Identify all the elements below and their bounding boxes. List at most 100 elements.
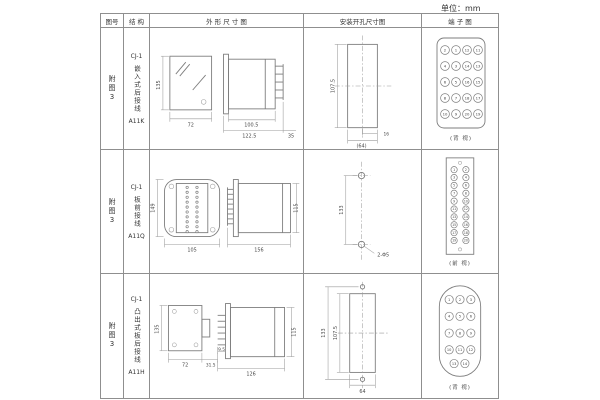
model-label-r3: CJ-1 xyxy=(130,296,143,303)
svg-text:11: 11 xyxy=(476,47,481,52)
svg-text:12: 12 xyxy=(465,47,470,52)
svg-text:4: 4 xyxy=(448,315,451,319)
svg-text:8: 8 xyxy=(459,331,461,335)
dim-rear-depth-r1: 35 xyxy=(288,134,294,140)
figure-no-r2: 附图3 xyxy=(108,197,116,226)
front-dimensions: 135 72 xyxy=(156,55,212,129)
side-view xyxy=(227,179,291,238)
svg-text:19: 19 xyxy=(452,239,456,243)
mounting-drawing-a11q: 133 2-Φ5 xyxy=(339,161,389,261)
structure-cell-r1: CJ-1 嵌入式后接线 A11K xyxy=(124,28,150,150)
mounting-cell-r1: 107.5 16 (64) xyxy=(304,28,422,150)
outline-cell-r1: 135 72 xyxy=(150,28,304,150)
front-view xyxy=(164,179,221,238)
outline-drawing-a11k: 135 72 xyxy=(156,53,297,140)
svg-text:6: 6 xyxy=(470,315,473,319)
svg-text:6: 6 xyxy=(465,184,467,188)
svg-text:15: 15 xyxy=(476,79,481,84)
svg-text:2: 2 xyxy=(465,168,467,172)
mount-style-label-r2: 板前接线 xyxy=(132,195,141,228)
svg-text:20: 20 xyxy=(464,239,468,243)
side-dimensions: 9.5 126 115 xyxy=(217,307,297,377)
header-outline-dims: 外 形 尺 寸 图 xyxy=(150,14,304,28)
view-label-r2: (前 视) xyxy=(449,259,471,267)
svg-text:11: 11 xyxy=(458,348,463,352)
header-structure: 结 构 xyxy=(124,14,150,28)
dim-hole-pitch-r3: 133 xyxy=(321,328,327,337)
dim-cut-height-r1: 107.5 xyxy=(331,79,337,93)
svg-text:17: 17 xyxy=(476,95,481,100)
svg-text:16: 16 xyxy=(465,79,470,84)
svg-text:16: 16 xyxy=(464,223,468,227)
dim-front-height-r3: 135 xyxy=(155,324,161,333)
svg-text:17: 17 xyxy=(452,231,456,235)
front-dimensions: 135 72 31.5 xyxy=(155,305,218,369)
svg-text:10: 10 xyxy=(443,111,448,116)
svg-text:19: 19 xyxy=(476,111,481,116)
dim-body-height-r2: 115 xyxy=(293,203,299,212)
svg-text:13: 13 xyxy=(476,63,481,68)
svg-text:14: 14 xyxy=(463,362,468,366)
header-figure-no: 图号 xyxy=(101,14,124,28)
svg-text:8: 8 xyxy=(465,191,467,195)
dim-cut-width-r1: (64) xyxy=(356,143,366,149)
front-view xyxy=(169,55,213,111)
side-view xyxy=(217,303,286,360)
type-code-label-r3: A11H xyxy=(128,369,145,376)
cutout-dimensions: 107.5 133 64 xyxy=(321,286,376,395)
outline-cell-r2: 149 105 xyxy=(150,150,304,274)
outline-drawing-a11q: 149 105 xyxy=(151,179,299,253)
mounting-drawing-a11h: 107.5 133 64 xyxy=(321,281,390,395)
header-terminal-diagram: 端 子 图 xyxy=(422,14,498,28)
unit-label: 单位：mm xyxy=(441,4,481,13)
cutout-dimensions: 107.5 16 (64) xyxy=(331,44,389,149)
svg-text:4: 4 xyxy=(444,63,447,68)
dim-body-depth-r3: 126 xyxy=(246,371,255,377)
hole-note-r2: 2-Φ5 xyxy=(377,252,389,258)
side-dimensions: 156 115 xyxy=(227,183,299,253)
front-view xyxy=(167,305,211,352)
svg-text:6: 6 xyxy=(444,79,447,84)
hole-dimensions: 133 2-Φ5 xyxy=(339,175,389,258)
view-label-r3: (背 视) xyxy=(449,383,471,391)
figure-no-r3: 附图3 xyxy=(108,322,116,350)
svg-text:1: 1 xyxy=(453,168,455,172)
dim-body-depth-r1: 100.5 xyxy=(244,123,258,129)
svg-text:3: 3 xyxy=(455,63,458,68)
dim-pin-depth-r3: 9.5 xyxy=(218,347,225,353)
svg-text:7: 7 xyxy=(453,191,455,195)
svg-text:20: 20 xyxy=(465,111,470,116)
dim-front-height-r2: 149 xyxy=(151,203,157,212)
drill-holes xyxy=(352,161,371,261)
svg-text:3: 3 xyxy=(453,176,455,180)
mounting-cell-r2: 133 2-Φ5 xyxy=(304,150,422,274)
header-mounting-dims: 安装开孔尺寸图 xyxy=(304,14,422,28)
type-code-label-r1: A11K xyxy=(128,117,145,125)
svg-text:12: 12 xyxy=(464,207,468,211)
svg-text:9: 9 xyxy=(470,331,472,335)
mounting-drawing-a11k: 107.5 16 (64) xyxy=(331,35,392,149)
svg-text:12: 12 xyxy=(469,348,474,352)
svg-text:15: 15 xyxy=(452,223,456,227)
dim-cut-width-r3: 64 xyxy=(359,389,365,395)
mount-style-label-r1: 嵌入式后接线 xyxy=(132,64,141,113)
dim-total-depth-r1: 122.5 xyxy=(242,134,256,140)
front-terminal-dots xyxy=(185,185,199,234)
model-label-r1: CJ-1 xyxy=(130,52,143,60)
svg-text:7: 7 xyxy=(455,95,458,100)
mounting-cell-r3: 107.5 133 64 xyxy=(304,274,422,398)
svg-text:11: 11 xyxy=(452,207,456,211)
svg-text:14: 14 xyxy=(465,63,470,68)
front-dimensions: 149 105 xyxy=(151,179,220,253)
svg-text:3: 3 xyxy=(470,298,472,302)
svg-text:4: 4 xyxy=(465,176,467,180)
spec-table: 图号 结 构 外 形 尺 寸 图 安装开孔尺寸图 端 子 图 附图3 CJ-1 … xyxy=(100,13,499,399)
dim-body-height-r3: 115 xyxy=(291,327,297,336)
